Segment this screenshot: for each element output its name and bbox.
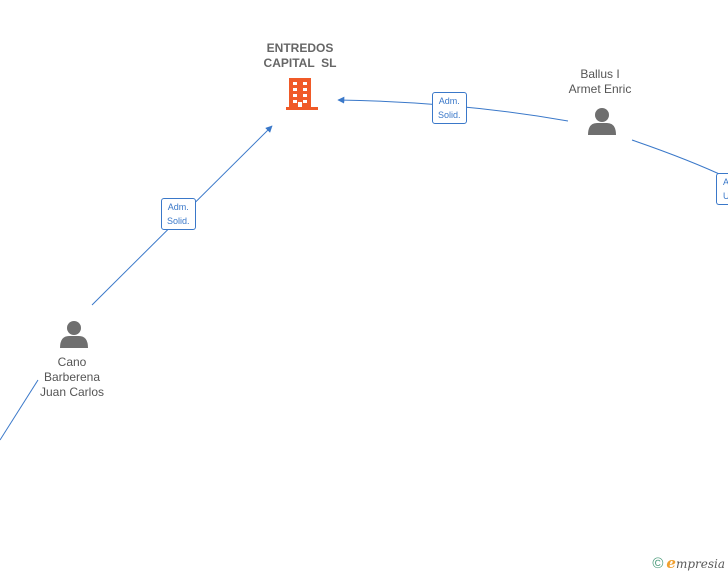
- person-name-line2: Armet Enric: [568, 82, 632, 96]
- building-icon[interactable]: [286, 78, 318, 110]
- company-name-line2: CAPITAL SL: [263, 56, 337, 70]
- copyright-icon: ©: [652, 554, 664, 572]
- edge-label-line1: Adm.: [167, 202, 189, 212]
- edge-label-ballus-company[interactable]: Adm. Solid.: [432, 92, 467, 124]
- edge-label-line2: U: [723, 189, 728, 203]
- edge-label-line2: Solid.: [167, 216, 190, 226]
- person-name-line2: Barberena: [43, 370, 101, 384]
- edge-label-line1: Adm.: [438, 96, 460, 106]
- person-name-cano[interactable]: Cano Barberena Juan Carlos: [22, 355, 122, 400]
- person-icon[interactable]: [588, 108, 616, 135]
- person-icon[interactable]: [60, 321, 88, 348]
- edge-label-line2: Solid.: [438, 110, 461, 120]
- edge-label-offscreen[interactable]: A U: [716, 173, 728, 205]
- brand-logo: empresia: [666, 554, 725, 572]
- company-name[interactable]: ENTREDOS CAPITAL SL: [250, 41, 350, 71]
- edge-cano-to-offscreen: [0, 379, 39, 441]
- edge-label-line1: A: [723, 175, 728, 189]
- person-name-line1: Ballus I: [580, 67, 620, 81]
- person-name-line3: Juan Carlos: [39, 385, 105, 399]
- edge-label-cano-company[interactable]: Adm. Solid.: [161, 198, 196, 230]
- company-name-line1: ENTREDOS: [266, 41, 334, 55]
- person-name-line1: Cano: [57, 355, 87, 369]
- footer-watermark: © empresia: [652, 554, 725, 572]
- edge-ballus-to-offscreen: [631, 139, 728, 179]
- person-name-ballus[interactable]: Ballus I Armet Enric: [550, 67, 650, 97]
